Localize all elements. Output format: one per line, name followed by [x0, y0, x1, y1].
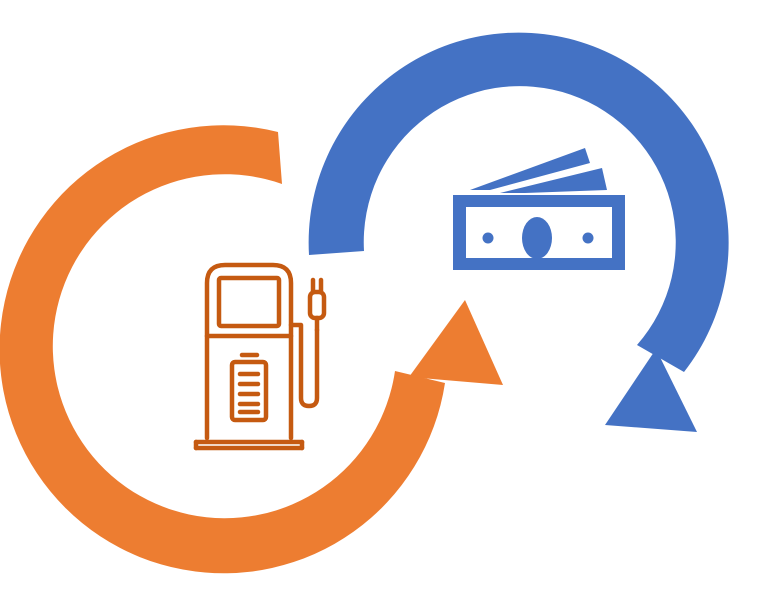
- banknote-back-2: [470, 148, 590, 190]
- blue-arrow-arc: [308, 32, 729, 372]
- banknote-left-dot: [482, 232, 494, 244]
- blue-arrowhead: [605, 349, 697, 432]
- banknote-right-dot: [582, 232, 594, 244]
- blue-cycle-arrow: [308, 32, 729, 432]
- banknote-center-oval: [522, 217, 552, 259]
- banknotes-icon: [453, 148, 625, 270]
- orange-arrowhead: [409, 300, 503, 385]
- ev-charger-icon: [193, 262, 327, 451]
- banknote-back-1: [500, 168, 607, 193]
- orange-cycle-arrow: [0, 125, 503, 574]
- orange-arrow-arc: [0, 125, 445, 574]
